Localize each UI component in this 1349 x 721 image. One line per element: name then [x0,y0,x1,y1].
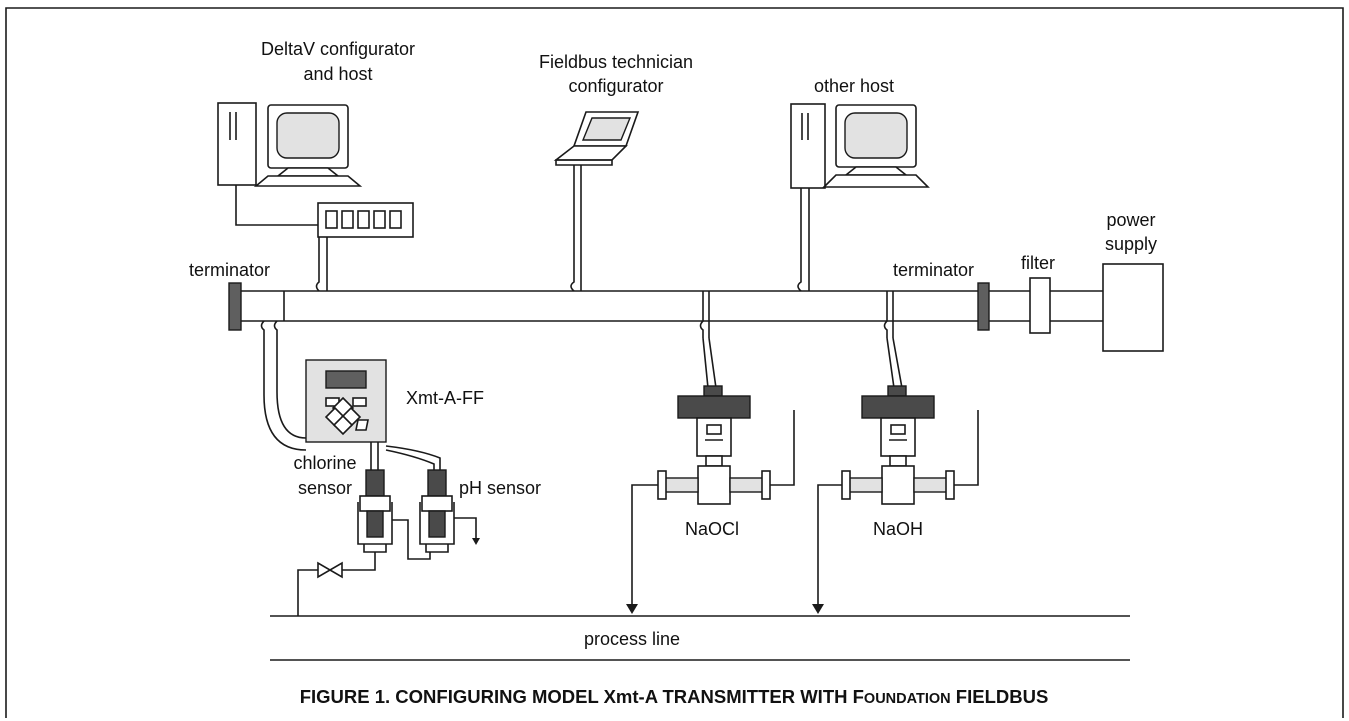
label-technician-line1: Fieldbus technician [539,52,693,72]
label-process-line: process line [584,629,680,649]
label-other-host: other host [814,76,894,96]
figure-frame [5,7,1344,718]
naocl-valve [626,385,795,614]
label-transmitter: Xmt-A-FF [406,388,484,408]
figure-caption: FIGURE 1. CONFIGURING MODEL Xmt-A TRANSM… [300,686,1049,707]
filter [1029,277,1051,334]
label-naoh: NaOH [873,519,923,539]
naocl-drop [699,291,717,389]
label-terminator-right: terminator [893,260,974,280]
label-power-line1: power [1106,210,1155,230]
xmt-a-ff-transmitter [305,359,387,443]
naoh-drop [883,291,903,389]
label-naocl: NaOCl [685,519,739,539]
transmitter-wiring [260,291,307,451]
fieldbus-interface-card [315,202,414,292]
deltav-keyboard [253,175,363,187]
label-chlorine-line2: sensor [298,478,352,498]
caption-part3: FIELDBUS [951,686,1049,707]
sample-plumbing [297,517,480,616]
label-deltav-line1: DeltaV configurator [261,39,415,59]
label-power-line2: supply [1105,234,1157,254]
other-host-computer [790,103,930,292]
ph-sensor [419,469,455,553]
fieldbus-trunk [241,290,1105,322]
power-supply-box [1102,263,1164,352]
process-line-pipe [270,615,1130,661]
terminator-right [977,282,990,331]
caption-part2: OUNDATION [864,691,951,707]
deltav-tower [217,102,257,186]
label-chlorine-line1: chlorine [293,453,356,473]
naoh-valve [812,385,979,614]
label-deltav-line2: and host [303,64,372,84]
deltav-host-computer [217,102,363,226]
label-filter: filter [1021,253,1055,273]
label-ph-sensor: pH sensor [459,478,541,498]
deltav-screen [276,112,340,159]
sample-valve [317,561,343,579]
chlorine-sensor [357,469,393,553]
label-technician-line2: configurator [568,76,663,96]
caption-part1: FIGURE 1. CONFIGURING MODEL Xmt-A TRANSM… [300,686,864,707]
sensor-cables [370,442,441,470]
technician-laptop [553,111,640,292]
label-terminator-left: terminator [189,260,270,280]
terminator-left [228,282,242,331]
